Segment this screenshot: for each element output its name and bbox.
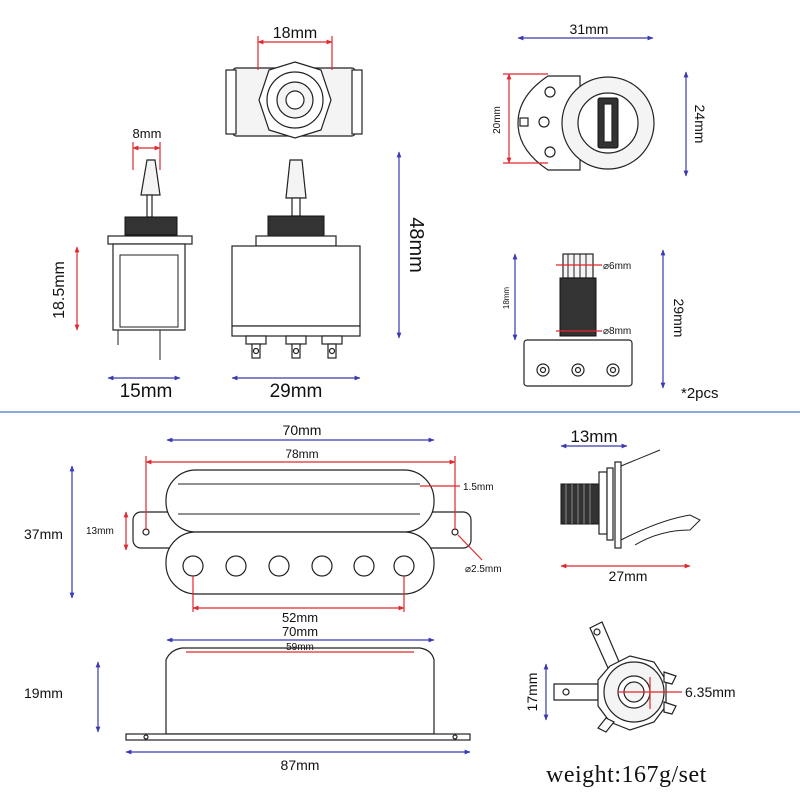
pot-quantity-label: *2pcs: [681, 385, 719, 402]
output-jack-side-view: [560, 449, 701, 549]
jack-hole-label: 6.35mm: [685, 684, 736, 700]
toggle-switch-side-view: [107, 159, 193, 360]
humbucker-height-label: 37mm: [24, 526, 63, 542]
humbucker-side-view: [125, 647, 471, 741]
jack-thread-label: 13mm: [570, 427, 617, 446]
jack-height-label: 17mm: [524, 673, 540, 712]
humbucker-side-width-label: 70mm: [282, 624, 318, 639]
toggle-height-label: 48mm: [405, 217, 427, 273]
pot-height-label: 24mm: [692, 105, 708, 144]
humbucker-pole-spacing-label: 52mm: [282, 610, 318, 625]
potentiometer-top-view: [517, 75, 655, 171]
output-jack-front-view: [553, 621, 677, 733]
pot-shaft-length-label: 18mm: [502, 287, 511, 310]
pot-width-label: 31mm: [570, 21, 609, 37]
toggle-side-width-label: 15mm: [120, 381, 173, 402]
toggle-front-width-label: 29mm: [270, 381, 323, 402]
toggle-body-height-label: 18.5mm: [51, 261, 68, 319]
humbucker-base-width-label: 87mm: [281, 757, 320, 773]
jack-length-label: 27mm: [609, 568, 648, 584]
pot-total-height-label: 29mm: [671, 299, 687, 338]
humbucker-side-top-label: 59mm: [286, 642, 314, 653]
toggle-lever-label: 8mm: [133, 126, 162, 141]
toggle-switch-front-view: [231, 159, 361, 359]
humbucker-top-view: [132, 469, 472, 595]
humbucker-flange-width-label: 78mm: [285, 447, 318, 461]
humbucker-coil-height-label: 13mm: [86, 526, 114, 537]
humbucker-cover-width-label: 70mm: [283, 422, 322, 438]
weight-label: weight:167g/set: [546, 762, 707, 788]
potentiometer-side-view: [523, 253, 633, 387]
pot-shaft-diameter-label: ⌀6mm: [603, 261, 631, 272]
humbucker-hole-label: ⌀2.5mm: [465, 564, 502, 575]
humbucker-side-height-label: 19mm: [24, 685, 63, 701]
toggle-width-label: 18mm: [273, 25, 317, 42]
pot-body-label: 20mm: [492, 106, 503, 134]
pot-thread-diameter-label: ⌀8mm: [603, 326, 631, 337]
humbucker-slot-label: 1.5mm: [463, 482, 494, 493]
toggle-switch-top-view: [225, 61, 363, 139]
